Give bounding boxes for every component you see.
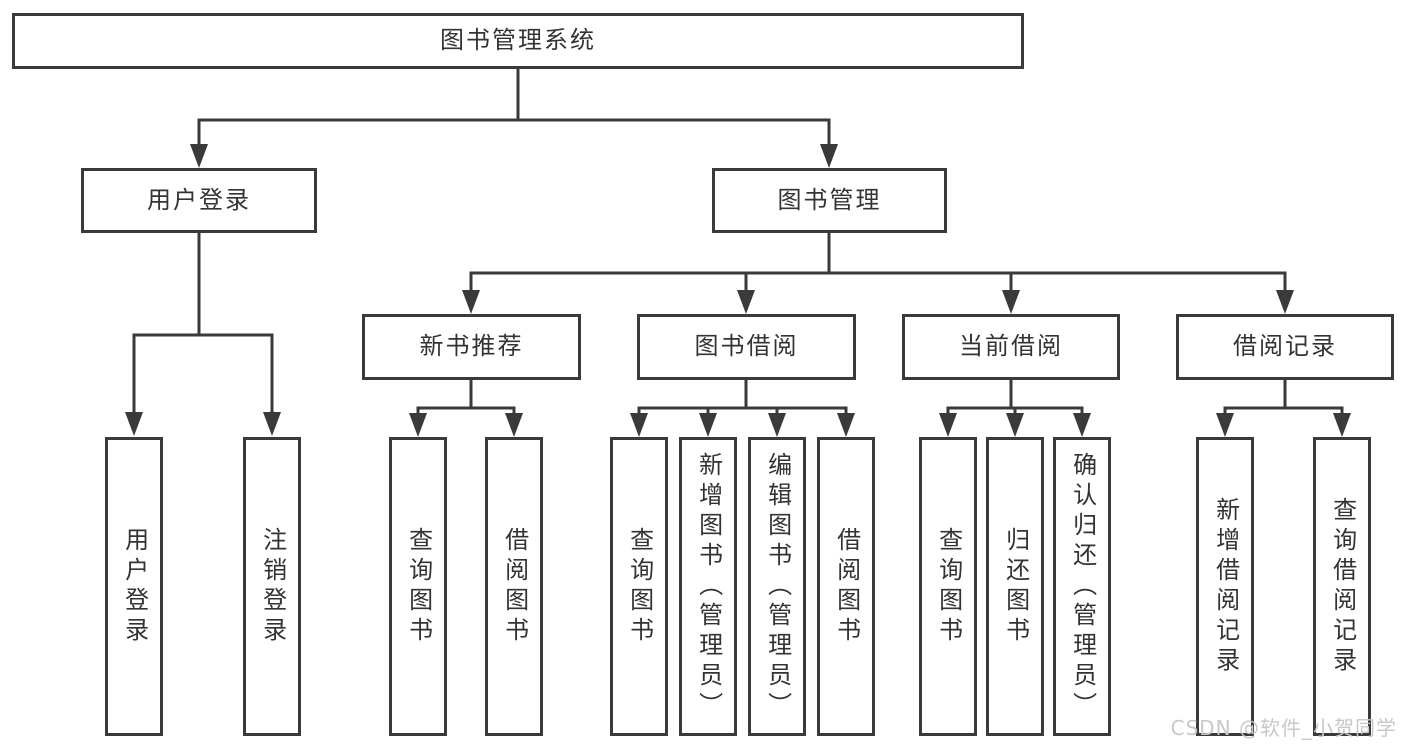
leaf-borrow-books-recommend: 借阅图书	[485, 437, 543, 736]
csdn-watermark: CSDN @软件_小贺同学	[1170, 716, 1397, 740]
leaf-return-books: 归还图书	[986, 437, 1044, 736]
node-borrow-records: 借阅记录	[1176, 314, 1394, 380]
arrowhead-icons	[125, 144, 1351, 437]
node-root-library-system: 图书管理系统	[12, 13, 1024, 69]
leaf-user-login: 用户登录	[105, 437, 163, 736]
leaf-query-books-current: 查询图书	[919, 437, 977, 736]
leaf-borrow-books: 借阅图书	[817, 437, 875, 736]
leaf-add-books-admin: 新增图书（管理员）	[679, 437, 737, 736]
node-book-borrow: 图书借阅	[637, 314, 856, 380]
leaf-query-books-borrow: 查询图书	[610, 437, 668, 736]
leaf-query-borrow-record: 查询借阅记录	[1313, 437, 1371, 736]
node-user-login: 用户登录	[81, 168, 317, 233]
leaf-query-books-recommend: 查询图书	[389, 437, 447, 736]
node-new-book-recommend: 新书推荐	[362, 314, 581, 380]
node-current-borrow: 当前借阅	[902, 314, 1120, 380]
leaf-logout: 注销登录	[243, 437, 301, 736]
leaf-add-borrow-record: 新增借阅记录	[1196, 437, 1254, 736]
leaf-edit-books-admin: 编辑图书（管理员）	[748, 437, 806, 736]
leaf-confirm-return-admin: 确认归还（管理员）	[1053, 437, 1111, 736]
node-book-management: 图书管理	[712, 168, 947, 233]
